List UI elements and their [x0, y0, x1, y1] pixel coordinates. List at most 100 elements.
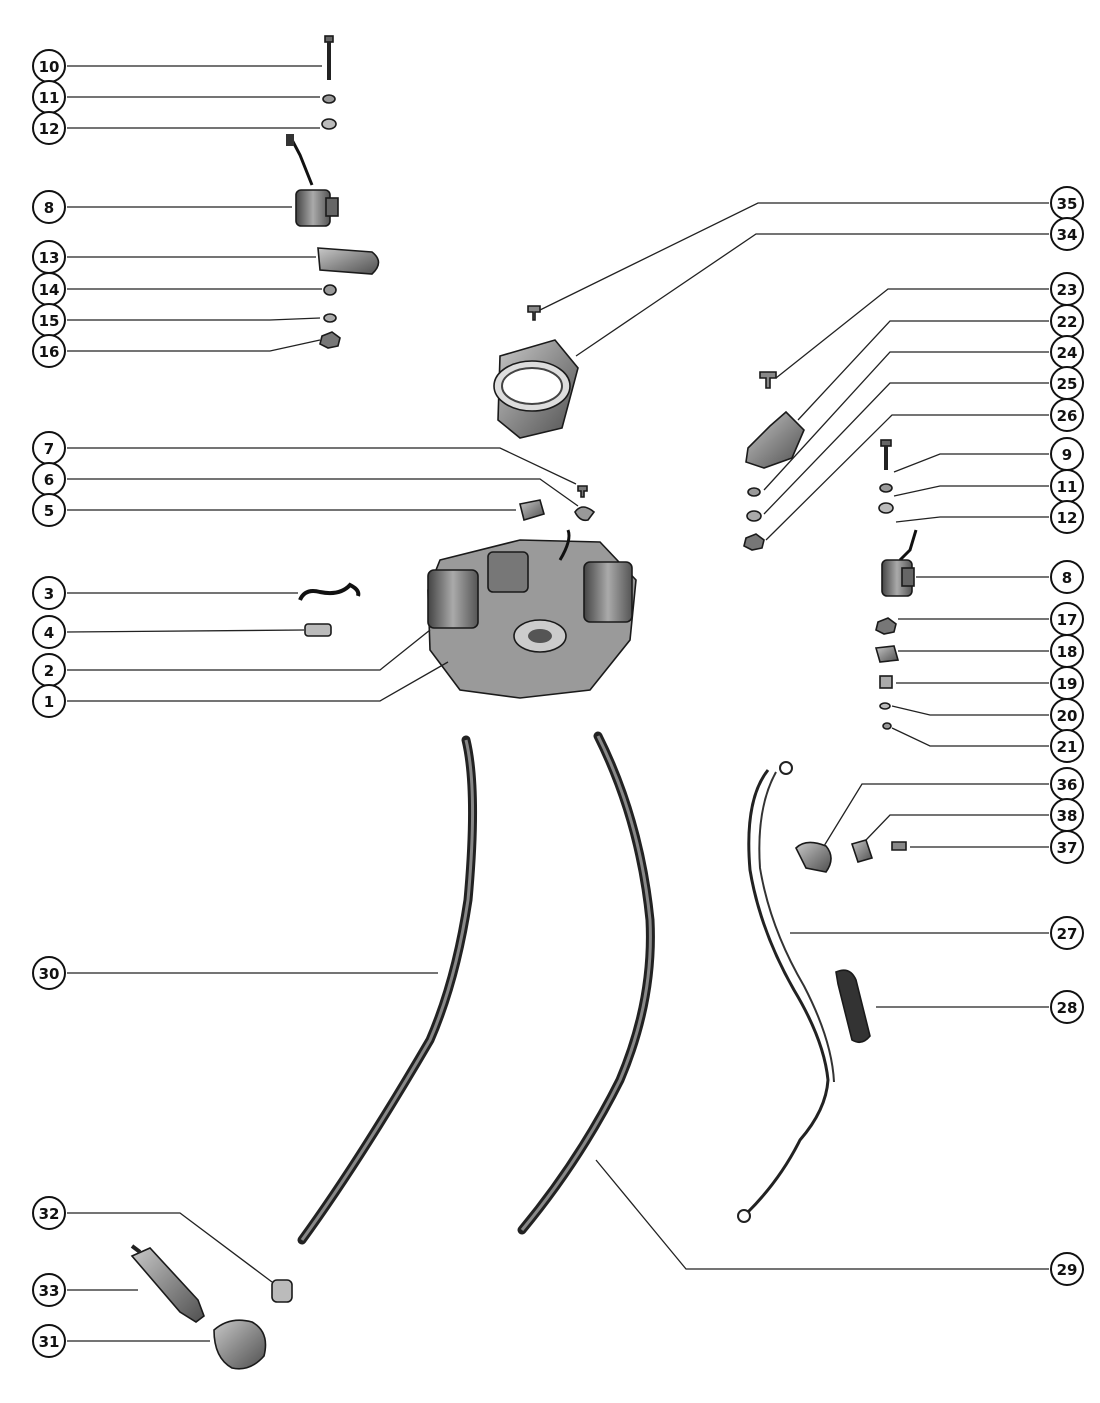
leader-line-c4 [66, 629, 305, 633]
switch-22-part [745, 410, 805, 469]
callout-circle [32, 334, 66, 368]
cable-29-part [517, 731, 655, 1235]
callout-number: 23 [1057, 281, 1078, 299]
boot-32-part [271, 1279, 293, 1303]
callout-circle [1050, 916, 1084, 950]
callout-c7: 7 [32, 431, 66, 465]
callout-c16: 16 [32, 334, 66, 368]
callout-c24: 24 [1050, 335, 1084, 369]
callout-number: 12 [1057, 509, 1078, 527]
callout-circle [32, 576, 66, 610]
nut-17-part [875, 617, 897, 635]
callout-c22: 22 [1050, 304, 1084, 338]
callout-number: 37 [1057, 839, 1078, 857]
callout-c8a: 8 [32, 190, 66, 224]
callout-number: 10 [39, 58, 60, 76]
callout-c37: 37 [1050, 830, 1084, 864]
washer-25-part [746, 510, 762, 522]
callout-number: 32 [39, 1205, 60, 1223]
callout-c25: 25 [1050, 366, 1084, 400]
callout-number: 13 [39, 249, 60, 267]
callout-number: 1 [44, 693, 54, 711]
leader-line-c38 [865, 814, 1049, 841]
callout-number: 24 [1057, 344, 1078, 362]
callout-number: 7 [44, 440, 54, 458]
callout-number: 12 [39, 120, 60, 138]
washer-15-part [323, 313, 337, 323]
callout-c9: 9 [1050, 437, 1084, 471]
callout-c11b: 11 [1050, 469, 1084, 503]
leader-line-c1 [67, 661, 449, 702]
callout-number: 38 [1057, 807, 1078, 825]
callout-c38: 38 [1050, 798, 1084, 832]
leader-line-c34 [575, 233, 1049, 357]
callout-c14: 14 [32, 272, 66, 306]
harness-27-part [737, 761, 835, 1223]
callout-number: 2 [44, 662, 54, 680]
callout-c36: 36 [1050, 767, 1084, 801]
callout-number: 21 [1057, 738, 1078, 756]
callout-number: 20 [1057, 707, 1078, 725]
callout-number: 28 [1057, 999, 1078, 1017]
leader-line-c35 [539, 202, 1049, 311]
callout-number: 29 [1057, 1261, 1078, 1279]
callout-circle [32, 684, 66, 718]
clip-38-part [850, 839, 874, 863]
screw-7-part [577, 485, 588, 498]
screw-23-part [759, 371, 777, 389]
bracket-13-part [317, 247, 380, 275]
callout-number: 17 [1057, 611, 1078, 629]
callout-number: 11 [39, 89, 60, 107]
callout-c27: 27 [1050, 916, 1084, 950]
callout-number: 18 [1057, 643, 1078, 661]
callout-circle [1050, 990, 1084, 1024]
leader-line-c12b [895, 516, 1049, 523]
callout-number: 36 [1057, 776, 1078, 794]
clamp-36-part [795, 841, 832, 873]
clip-6-part [574, 506, 596, 522]
callout-circle [32, 956, 66, 990]
callout-c19: 19 [1050, 666, 1084, 700]
housing-34-part [493, 339, 579, 439]
callout-c12a: 12 [32, 111, 66, 145]
leader-line-c6 [67, 478, 579, 507]
leader-line-c22 [797, 320, 1049, 421]
callout-number: 30 [39, 965, 60, 983]
leader-line-c32 [67, 1212, 273, 1283]
callout-c17: 17 [1050, 602, 1084, 636]
callout-circle [1050, 729, 1084, 763]
nut-26-part [743, 533, 765, 551]
callout-circle [1050, 1252, 1084, 1286]
callout-circle [1050, 217, 1084, 251]
wire-3-part [298, 582, 361, 601]
lockwasher-11-part [322, 94, 336, 104]
callout-number: 34 [1057, 226, 1078, 244]
callout-c6: 6 [32, 462, 66, 496]
clip-18-part [874, 645, 900, 663]
callout-labels: 1011128131415167653421303233313534232224… [32, 49, 1084, 1358]
callout-number: 16 [39, 343, 60, 361]
callout-c2: 2 [32, 653, 66, 687]
sensor-8-left-part [286, 134, 339, 227]
callout-c3: 3 [32, 576, 66, 610]
leader-line-c20 [891, 705, 1049, 716]
leader-line-c9 [893, 453, 1049, 473]
callout-c31: 31 [32, 1324, 66, 1358]
washer-21-part [882, 722, 892, 730]
callout-circle [32, 615, 66, 649]
callout-c21: 21 [1050, 729, 1084, 763]
callout-c23: 23 [1050, 272, 1084, 306]
callout-c11a: 11 [32, 80, 66, 114]
callout-number: 35 [1057, 195, 1078, 213]
washer-24-part [747, 487, 761, 497]
callout-c29: 29 [1050, 1252, 1084, 1286]
spark-plug-33-part [130, 1244, 205, 1323]
callout-c34: 34 [1050, 217, 1084, 251]
leader-line-c26 [765, 414, 1049, 541]
callout-number: 33 [39, 1282, 60, 1300]
callout-number: 3 [44, 585, 54, 603]
leader-line-c25 [763, 382, 1049, 515]
callout-number: 26 [1057, 407, 1078, 425]
callout-number: 22 [1057, 313, 1078, 331]
